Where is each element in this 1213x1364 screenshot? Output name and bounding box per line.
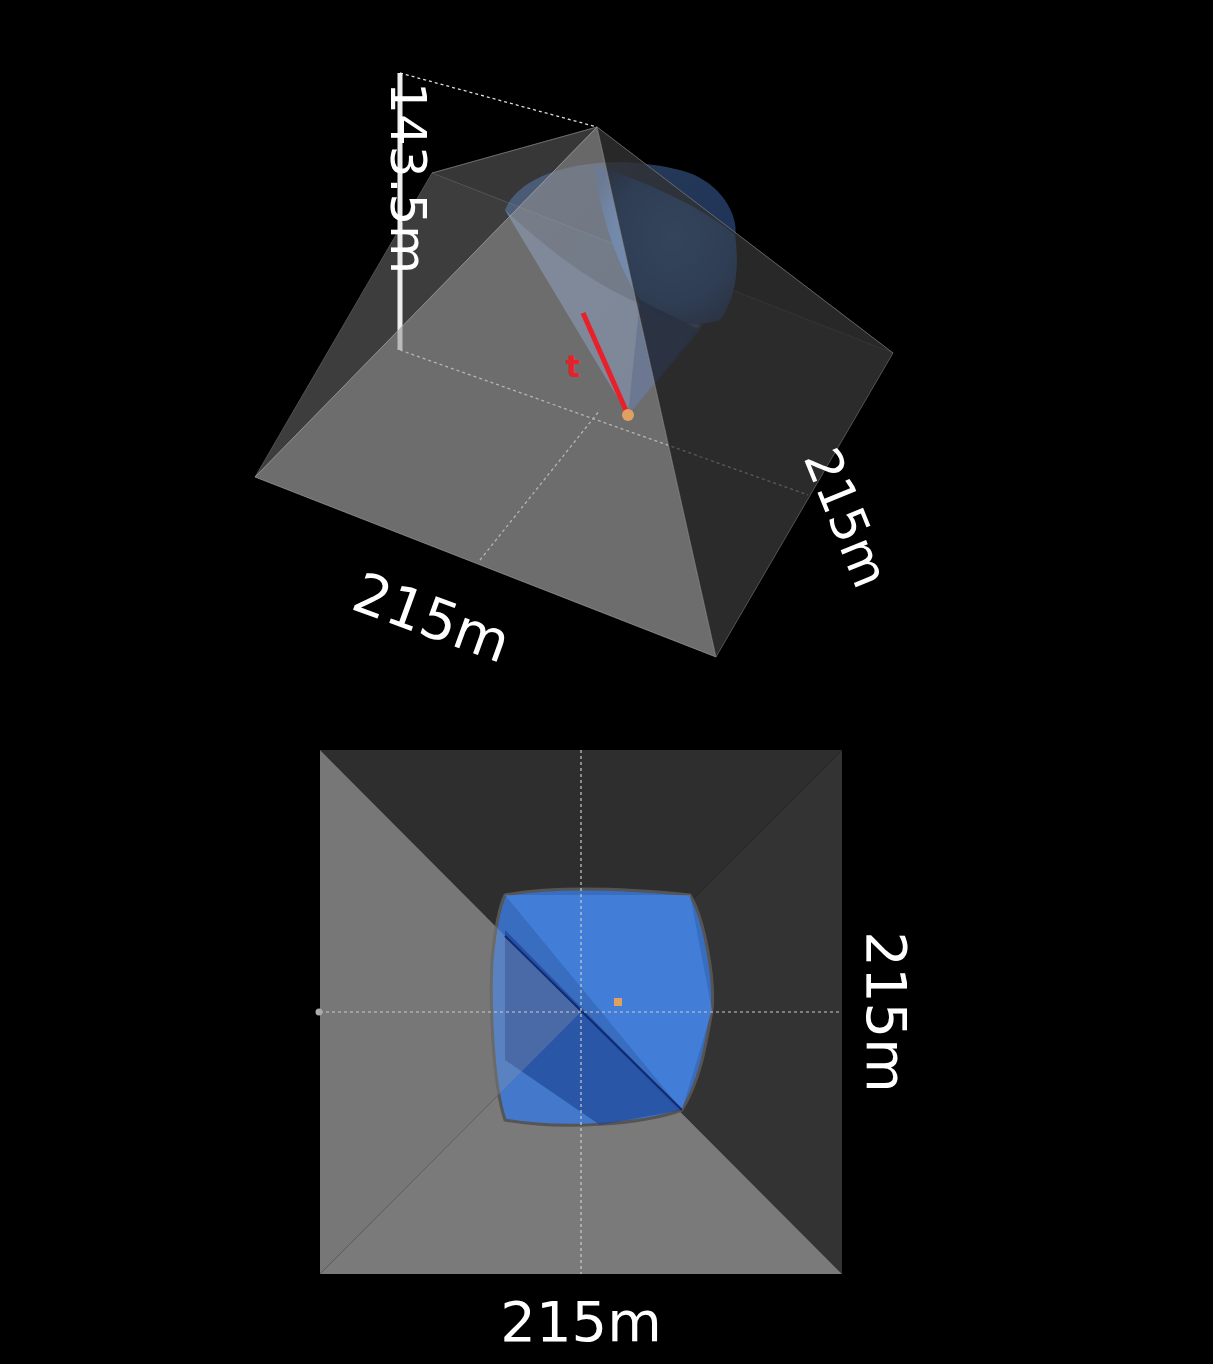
height-dimension: 143.5m (383, 82, 433, 274)
pyramid-3d (255, 73, 893, 657)
width-dimension: 215m (796, 442, 896, 594)
width-dimension: 215m (347, 564, 518, 672)
width-dimension: 215m (858, 931, 914, 1092)
pyramid-top-view (316, 750, 843, 1274)
width-dimension: 215m (500, 1294, 661, 1350)
distance-label: t (566, 352, 580, 382)
